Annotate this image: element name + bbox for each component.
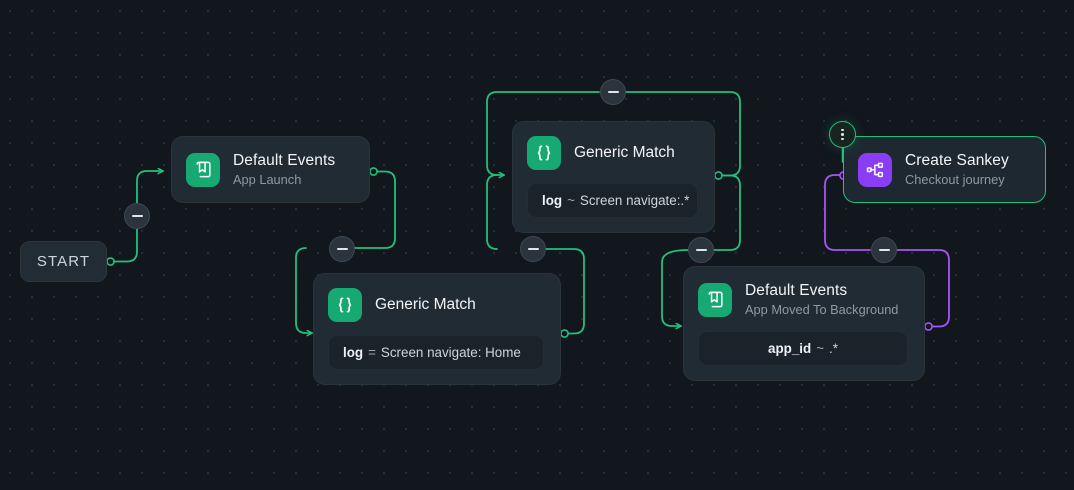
edge-port-app-launch-out — [369, 167, 378, 176]
node-subtitle: Checkout journey — [905, 172, 1005, 187]
edge-port-top-out — [714, 171, 723, 180]
chip-key: log — [542, 193, 563, 208]
edge-app-launch-to-home-bottom — [295, 247, 312, 333]
node-subtitle: App Launch — [233, 172, 302, 187]
collapse-button-sankey-inbound[interactable] — [871, 237, 897, 263]
node-title-group: Default Events App Launch — [233, 151, 335, 188]
edge-port-home-out — [560, 329, 569, 338]
node-title-group: Default Events App Moved To Background — [745, 281, 898, 318]
bookmark-icon — [186, 152, 220, 187]
node-header: Generic Match — [527, 136, 698, 170]
chip-operator: ~ — [567, 193, 575, 208]
condition-chip[interactable]: log = Screen navigate: Home — [328, 335, 544, 370]
node-default-events-app-launch[interactable]: Default Events App Launch — [171, 136, 370, 203]
node-create-sankey[interactable]: Create Sankey Checkout journey — [843, 136, 1046, 203]
collapse-button-home-outbound[interactable] — [520, 236, 546, 262]
chip-key: app_id — [768, 341, 812, 356]
node-title: Default Events — [745, 282, 848, 299]
node-title: Default Events — [233, 152, 336, 169]
chip-value: .* — [829, 341, 838, 356]
collapse-button-start-edge[interactable] — [124, 203, 150, 229]
node-title: Generic Match — [375, 296, 476, 313]
node-options-kebab-icon[interactable] — [829, 121, 856, 148]
node-header: Create Sankey Checkout journey — [858, 151, 1029, 188]
sankey-icon — [858, 152, 892, 187]
chip-key: log — [343, 345, 364, 360]
condition-chip[interactable]: log ~ Screen navigate:.* — [527, 183, 698, 218]
bookmark-icon — [698, 282, 732, 317]
node-header: Generic Match — [328, 288, 544, 322]
collapse-button-home-inbound[interactable] — [329, 236, 355, 262]
kebab-dot — [841, 128, 844, 132]
kebab-dot — [841, 137, 844, 141]
node-subtitle: App Moved To Background — [745, 302, 899, 317]
node-title: Generic Match — [574, 144, 675, 161]
collapse-button-top-loop[interactable] — [600, 79, 626, 105]
node-header: Default Events App Moved To Background — [698, 281, 908, 318]
node-generic-match-top[interactable]: Generic Match log ~ Screen navigate:.* — [512, 121, 715, 233]
start-node[interactable]: START — [20, 241, 107, 282]
chip-value: Screen navigate: Home — [380, 345, 521, 360]
chip-operator: ~ — [816, 341, 825, 356]
braces-icon — [328, 288, 362, 322]
node-title: Create Sankey — [905, 152, 1009, 169]
chip-operator: = — [368, 345, 376, 360]
node-header: Default Events App Launch — [186, 151, 353, 188]
chip-value: Screen navigate:.* — [579, 193, 690, 208]
edge-port-bg-out — [924, 322, 933, 331]
collapse-button-background-inbound[interactable] — [688, 237, 714, 263]
braces-icon — [527, 136, 561, 170]
edge-top-to-bg-a — [713, 174, 741, 251]
condition-chip[interactable]: app_id ~ .* — [698, 331, 908, 366]
node-default-events-app-moved-to-background[interactable]: Default Events App Moved To Background a… — [683, 266, 925, 381]
kebab-dot — [841, 133, 844, 136]
node-title-group: Create Sankey Checkout journey — [905, 151, 1009, 188]
start-label: START — [36, 253, 91, 270]
edge-port-start-out — [106, 257, 115, 266]
node-generic-match-home[interactable]: Generic Match log = Screen navigate: Hom… — [313, 273, 561, 385]
edge-home-to-top-b — [486, 175, 504, 250]
